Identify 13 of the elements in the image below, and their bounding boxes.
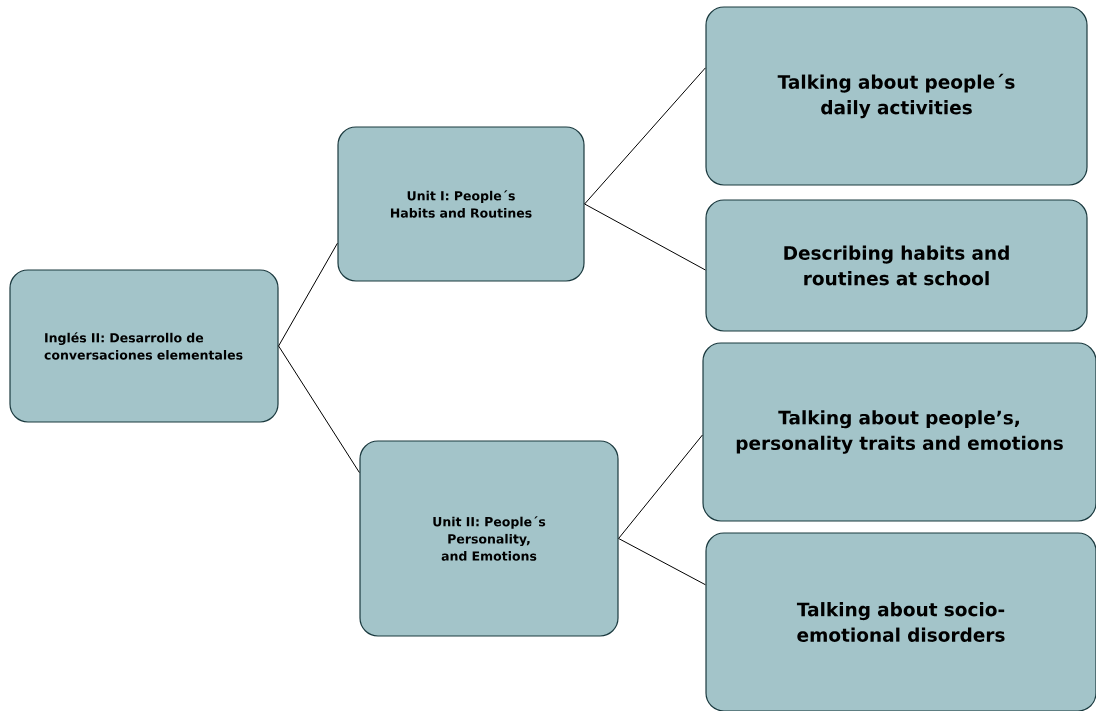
topic-box: Describing habits and routines at school xyxy=(705,199,1088,332)
connector-line xyxy=(278,242,338,347)
connector-line xyxy=(584,67,706,205)
topic-box: Talking about people´s daily activities xyxy=(705,6,1088,186)
topic-box: Talking about people’s, personality traits and emotions xyxy=(702,342,1096,522)
connector-line xyxy=(584,203,706,271)
connector-line xyxy=(618,434,703,539)
connector-line xyxy=(618,538,706,586)
unit-box: Unit I: People´s Habits and Routines xyxy=(337,126,585,282)
course-box: Inglés II: Desarrollo de conversaciones elementales xyxy=(9,269,279,423)
connector-line xyxy=(278,345,360,474)
topic-box: Talking about socio-emotional disorders xyxy=(705,532,1096,711)
unit-box: Unit II: People´s Personality, and Emotions xyxy=(359,440,619,637)
